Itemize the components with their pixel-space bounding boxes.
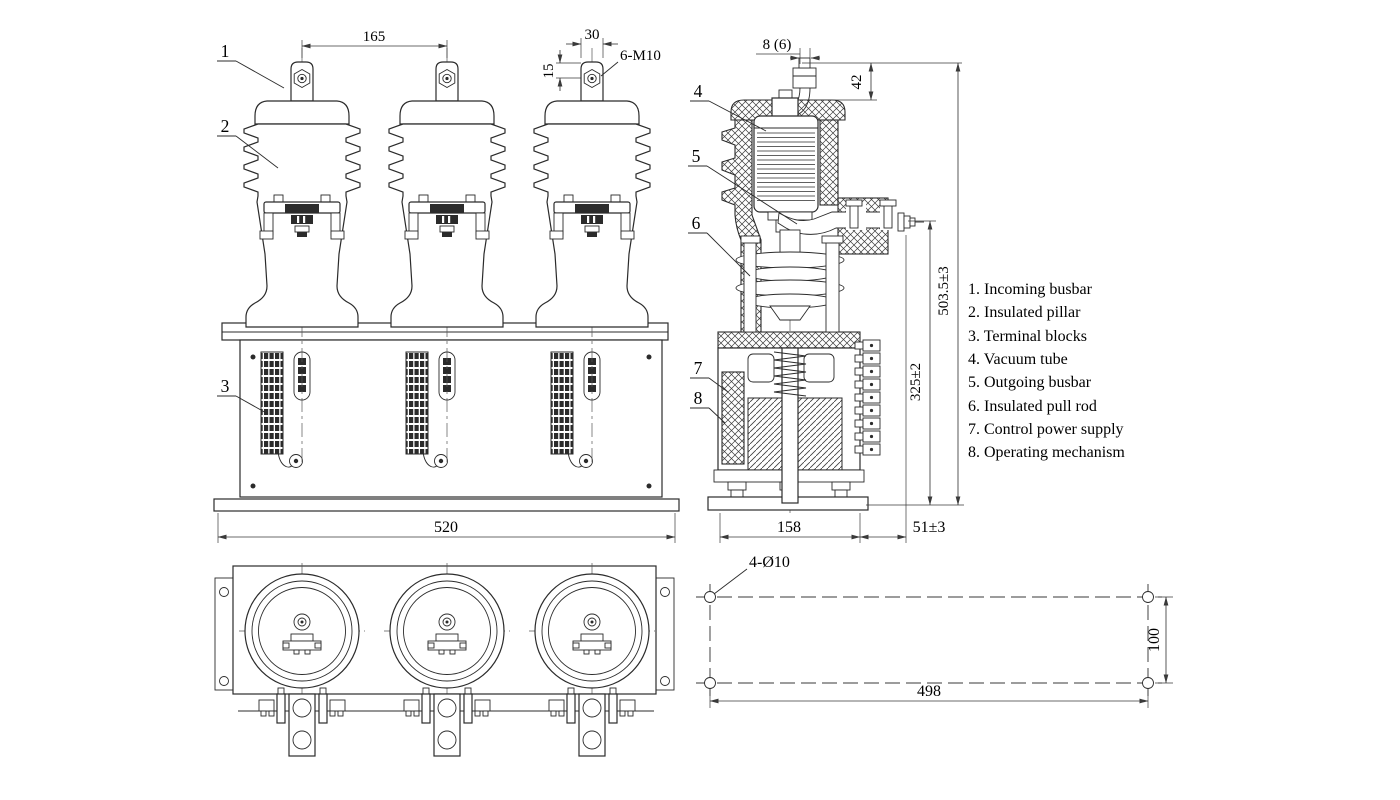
legend-item-1: 1. Incoming busbar — [968, 281, 1093, 298]
dim-mount-holes: 4-Ø10 — [749, 554, 790, 571]
dim-top-offset: 42 — [849, 75, 865, 90]
dim-rear-offset: 51±3 — [913, 519, 946, 536]
mounting-pattern: 4-Ø10 498 100 — [696, 554, 1173, 708]
dim-busbar-height: 325±2 — [908, 363, 924, 401]
callout-2: 2 — [221, 116, 230, 136]
busbar-tab-1 — [258, 687, 346, 757]
vacuum-tube — [753, 89, 819, 233]
mount-hole-tl — [704, 591, 716, 603]
dim-tab-width: 30 — [585, 27, 600, 43]
auxiliary-terminals — [854, 339, 881, 456]
dim-depth: 158 — [777, 519, 801, 536]
spring — [773, 351, 807, 397]
callout-6: 6 — [692, 213, 701, 233]
housing-right-wall — [819, 119, 839, 206]
control-power-supply — [721, 371, 745, 465]
busbar-tab-2 — [403, 687, 491, 757]
mount-hole-bl — [704, 677, 716, 689]
coil-left — [747, 397, 787, 471]
callout-8: 8 — [694, 388, 703, 408]
front-view: 165 30 15 6-M10 520 1 2 3 — [213, 27, 680, 543]
side-section-view: 8 (6) 42 503.5±3 325±2 158 51±3 — [688, 37, 964, 543]
bottom-view — [214, 562, 675, 757]
busbar-tab-3 — [548, 687, 636, 757]
callout-5: 5 — [692, 146, 701, 166]
legend-item-4: 4. Vacuum tube — [968, 351, 1068, 368]
parts-legend: 1. Incoming busbar 2. Insulated pillar 3… — [968, 281, 1125, 461]
insulated-pull-rod — [735, 229, 845, 321]
legend-item-2: 2. Insulated pillar — [968, 304, 1081, 321]
side-callouts: 4 5 6 7 8 — [688, 81, 798, 424]
dim-base-width: 520 — [434, 519, 458, 536]
front-dimensions: 165 30 15 6-M10 520 — [217, 27, 676, 543]
mount-hole-br — [1142, 677, 1154, 689]
coil-right — [795, 397, 843, 471]
legend-item-6: 6. Insulated pull rod — [968, 398, 1097, 415]
callout-4: 4 — [694, 81, 703, 101]
dim-mount-span: 498 — [917, 683, 941, 700]
dim-thread-label: 6-M10 — [620, 48, 661, 64]
callout-3: 3 — [221, 376, 230, 396]
dim-mount-pitch: 100 — [1146, 628, 1163, 652]
top-fitting — [792, 67, 817, 89]
frame-top-plate — [717, 331, 861, 349]
dim-pole-pitch: 165 — [363, 29, 386, 45]
dim-hole-offset: 15 — [541, 64, 557, 79]
support-post-left — [743, 239, 757, 333]
callout-7: 7 — [694, 358, 703, 378]
callout-1: 1 — [221, 41, 230, 61]
legend-item-7: 7. Control power supply — [968, 421, 1124, 438]
legend-item-8: 8. Operating mechanism — [968, 444, 1125, 461]
front-callouts: 1 2 3 — [217, 41, 285, 415]
front-box — [213, 322, 680, 512]
outgoing-busbar — [777, 199, 924, 235]
side-dimensions: 8 (6) 42 503.5±3 325±2 158 51±3 — [719, 37, 964, 543]
dim-total-height: 503.5±3 — [936, 266, 952, 315]
support-post-right — [825, 239, 840, 333]
dim-pipe: 8 (6) — [763, 37, 792, 53]
mount-hole-tr — [1142, 591, 1154, 603]
legend-item-5: 5. Outgoing busbar — [968, 374, 1092, 391]
mechanism-frame — [707, 339, 881, 511]
drive-rod — [781, 347, 799, 504]
legend-item-3: 3. Terminal blocks — [968, 328, 1087, 345]
